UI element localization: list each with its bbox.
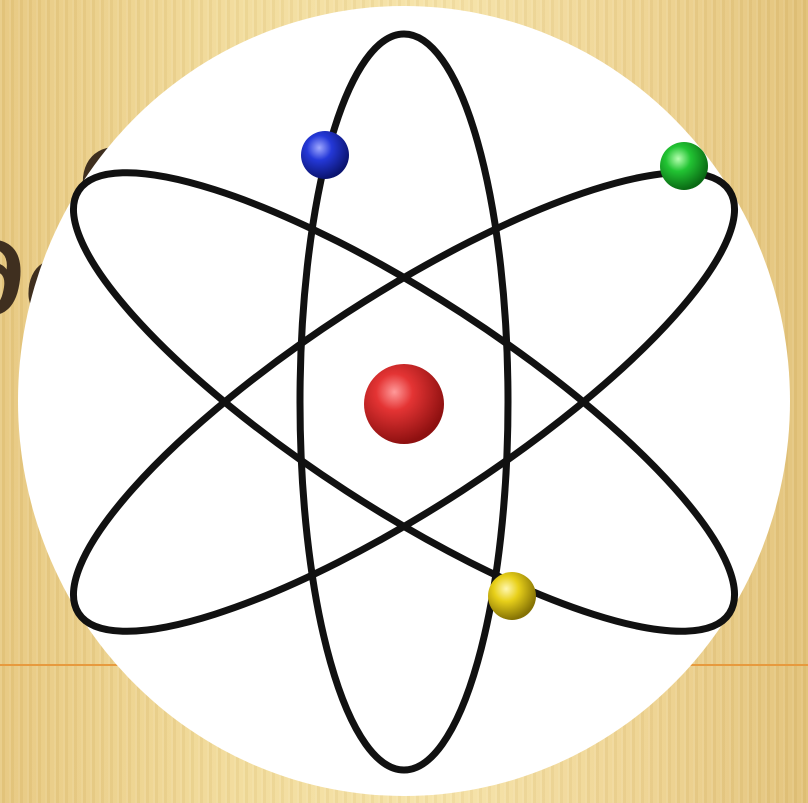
electron-green [660,142,708,190]
electron-blue [301,131,349,179]
electron-yellow [488,572,536,620]
nucleus [364,364,444,444]
